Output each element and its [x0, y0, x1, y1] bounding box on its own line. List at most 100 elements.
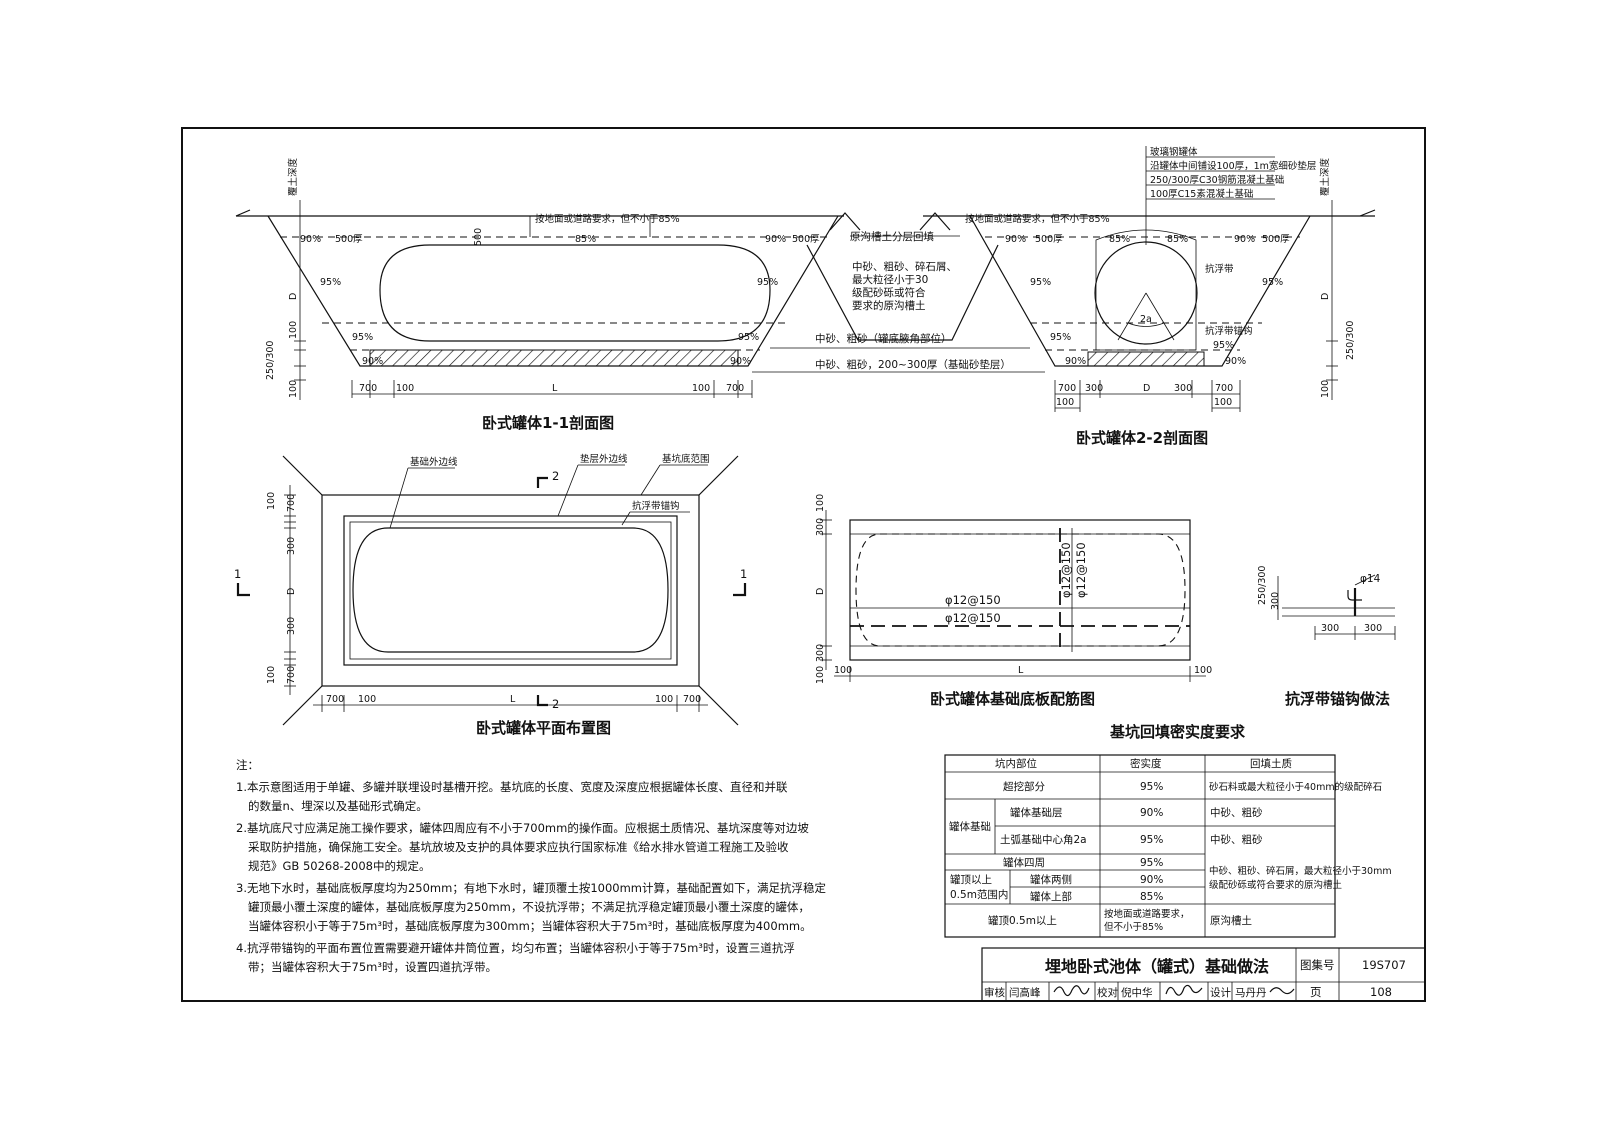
- notes-head: 注：: [236, 758, 259, 772]
- rebar-plan: φ12@150 φ12@150 φ12@150 φ12@150 300 D 30…: [815, 494, 1212, 708]
- compaction-soil-merged-1: 中砂、粗砂、碎石屑，最大粒径小于30mm: [1209, 865, 1392, 877]
- plan-dim-100-left: 100: [358, 694, 376, 705]
- plan-sec1-left: 1: [234, 567, 241, 581]
- sec22-500-left: 500厚: [1035, 234, 1063, 245]
- sec22-c95-left2: 95%: [1050, 332, 1071, 343]
- titleblock-design: 设计: [1210, 986, 1232, 999]
- plan-title: 卧式罐体平面布置图: [476, 719, 611, 737]
- titleblock-title: 埋地卧式池体（罐式）基础做法: [1045, 957, 1269, 976]
- mid-fill-line-1: 中砂、粗砂、碎石屑、: [852, 260, 957, 273]
- rebar-dim-100-left: 100: [834, 665, 852, 676]
- titleblock-atlas-label: 图集号: [1300, 958, 1335, 972]
- compaction-header-soil: 回填土质: [1250, 757, 1292, 770]
- sec11-title: 卧式罐体1-1剖面图: [482, 414, 614, 432]
- compaction-r6-density: 85%: [1140, 891, 1163, 903]
- rebar-dim-D: D: [815, 588, 826, 595]
- compaction-group1: 罐体基础: [949, 820, 991, 833]
- notes: 注： 1.本示意图适用于单罐、多罐并联埋设时基槽开挖。基坑底的长度、宽度及深度应…: [236, 758, 826, 974]
- compaction-group2-line2: 0.5m范围内: [950, 888, 1008, 901]
- plan-sec1-right: 1: [740, 567, 747, 581]
- rebar-dim-300-top: 300: [815, 518, 826, 536]
- plan-label-cushion: 垫层外边线: [580, 453, 628, 465]
- sec11-c90b-right: 90%: [730, 356, 751, 367]
- sec22-hook: 抗浮带锚钩: [1205, 325, 1253, 337]
- sec22-dim-300-right: 300: [1174, 383, 1192, 394]
- sec11-c90b-left: 90%: [362, 356, 383, 367]
- compaction-soil-merged-2: 级配砂砾或符合要求的原沟槽土: [1209, 879, 1343, 891]
- compaction-header-area: 坑内部位: [995, 757, 1037, 770]
- sec22-dim-700-right: 700: [1215, 383, 1233, 394]
- sec22-dim-D: D: [1320, 293, 1331, 300]
- sec22-strap: 抗浮带: [1205, 263, 1234, 275]
- titleblock-review: 审核: [984, 986, 1005, 999]
- compaction-r7-density-1: 按地面或道路要求，: [1104, 908, 1190, 920]
- plan-sec2-top: 2: [552, 469, 559, 483]
- compaction-r4-area: 罐体四周: [1003, 856, 1045, 869]
- note-line-4: 采取防护措施，确保施工安全。基坑放坡及支护的具体要求应执行国家标准《给水排水管道…: [248, 840, 789, 854]
- compaction-r2-soil: 中砂、粗砂: [1210, 806, 1263, 819]
- sec22-c95-right2: 95%: [1213, 340, 1234, 351]
- plan-dim-100-bottom: 100: [266, 666, 277, 684]
- sec11-c90-right: 90%: [765, 234, 786, 245]
- mid-backfill: 原沟槽土分层回填: [850, 230, 934, 243]
- sec11-dim-100-left: 100: [396, 383, 414, 394]
- anchor-dim-300-right: 300: [1364, 623, 1382, 634]
- rebar-dim-100-bottom: 100: [815, 666, 826, 684]
- sec11-c85: 85%: [575, 234, 596, 245]
- reviewer-signature-icon: [1053, 985, 1090, 997]
- sec22-dim-D-bottom: D: [1143, 383, 1150, 394]
- checker-signature-icon: [1165, 984, 1203, 996]
- sec11-500-right: 500厚: [792, 234, 820, 245]
- compaction-r3-soil: 中砂、粗砂: [1210, 833, 1263, 846]
- rebar-dim-100-top: 100: [815, 494, 826, 512]
- sec11-c90-left: 90%: [300, 234, 321, 245]
- sec11-dim-250: 250/300: [265, 341, 276, 380]
- note-line-1: 1.本示意图适用于单罐、多罐并联埋设时基槽开挖。基坑底的长度、宽度及深度应根据罐…: [236, 780, 788, 794]
- compaction-r2-density: 90%: [1140, 807, 1163, 819]
- note-line-10: 带；当罐体容积大于75m³时，设置四道抗浮带。: [248, 960, 497, 974]
- plan-dim-100-right: 100: [655, 694, 673, 705]
- sec11-dim-D: D: [288, 293, 299, 300]
- plan-label-foundation: 基础外边线: [410, 456, 458, 468]
- plan-dim-300-bottom: 300: [286, 617, 297, 635]
- sec22-title: 卧式罐体2-2剖面图: [1076, 429, 1208, 447]
- sec22-label-1: 玻璃钢罐体: [1150, 146, 1198, 158]
- sec22-cover-depth: 覆土深度: [1319, 157, 1331, 196]
- compaction-r3-density: 95%: [1140, 834, 1163, 846]
- sec11-top-note: 按地面或道路要求，但不小于85%: [535, 213, 680, 225]
- anchor-dim-250: 250/300: [1257, 566, 1268, 605]
- titleblock-designer: 马丹丹: [1235, 987, 1267, 999]
- sec11-dim-100: 100: [288, 321, 299, 339]
- titleblock-reviewer: 闫高峰: [1009, 986, 1041, 999]
- plan-dim-700-left: 700: [326, 694, 344, 705]
- titleblock-check: 校对: [1097, 986, 1119, 999]
- compaction-r5-area: 罐体两侧: [1030, 873, 1072, 886]
- sec22-c90b-right: 90%: [1225, 356, 1246, 367]
- mid-fill-line-2: 最大粒径小于30: [852, 273, 928, 286]
- sec22-c95-left: 95%: [1030, 277, 1051, 288]
- rebar-dim-L: L: [1018, 665, 1024, 676]
- sec22-label-3: 250/300厚C30钢筋混凝土基础: [1150, 174, 1284, 186]
- sec22-c85-left: 85%: [1109, 234, 1130, 245]
- sec22-dim-300-left: 300: [1085, 383, 1103, 394]
- designer-signature-icon: [1269, 987, 1295, 995]
- plan-dim-700-top: 700: [286, 494, 297, 512]
- plan-sec2-bottom: 2: [552, 697, 559, 711]
- plan-dim-300-top: 300: [286, 537, 297, 555]
- sec11-c95-left2: 95%: [352, 332, 373, 343]
- note-line-2: 的数量n、埋深以及基础形式确定。: [248, 799, 428, 813]
- note-line-3: 2.基坑底尺寸应满足施工操作要求，罐体四周应有不小于700mm的操作面。应根据土…: [236, 821, 809, 835]
- rebar-dim-100-right: 100: [1194, 665, 1212, 676]
- sec11-dim-100b: 100: [288, 380, 299, 398]
- plan-label-hook: 抗浮带锚钩: [632, 500, 680, 512]
- compaction-r6-area: 罐体上部: [1030, 890, 1072, 903]
- sec22-label-4: 100厚C15素混凝土基础: [1150, 188, 1253, 200]
- rebar-bar-2: φ12@150: [945, 611, 1001, 625]
- section-2-2: 玻璃钢罐体 沿罐体中间铺设100厚，1m宽细砂垫层 250/300厚C30钢筋混…: [923, 146, 1376, 447]
- middle-fill-zone: 原沟槽土分层回填 中砂、粗砂、碎石屑、 最大粒径小于30 级配砂砾或符合 要求的…: [752, 212, 1045, 373]
- note-line-7: 罐顶最小覆土深度的罐体，基础底板厚度为250mm，不设抗浮带；不满足抗浮稳定罐顶…: [248, 900, 810, 914]
- compaction-table: 基坑回填密实度要求 坑内部位 密实度 回填土质 超挖部分 95% 砂石料或最大粒…: [944, 723, 1392, 938]
- plan-label-pit: 基坑底范围: [662, 453, 710, 465]
- compaction-group2-line1: 罐顶以上: [950, 873, 992, 886]
- titleblock-checker: 倪中华: [1121, 986, 1153, 999]
